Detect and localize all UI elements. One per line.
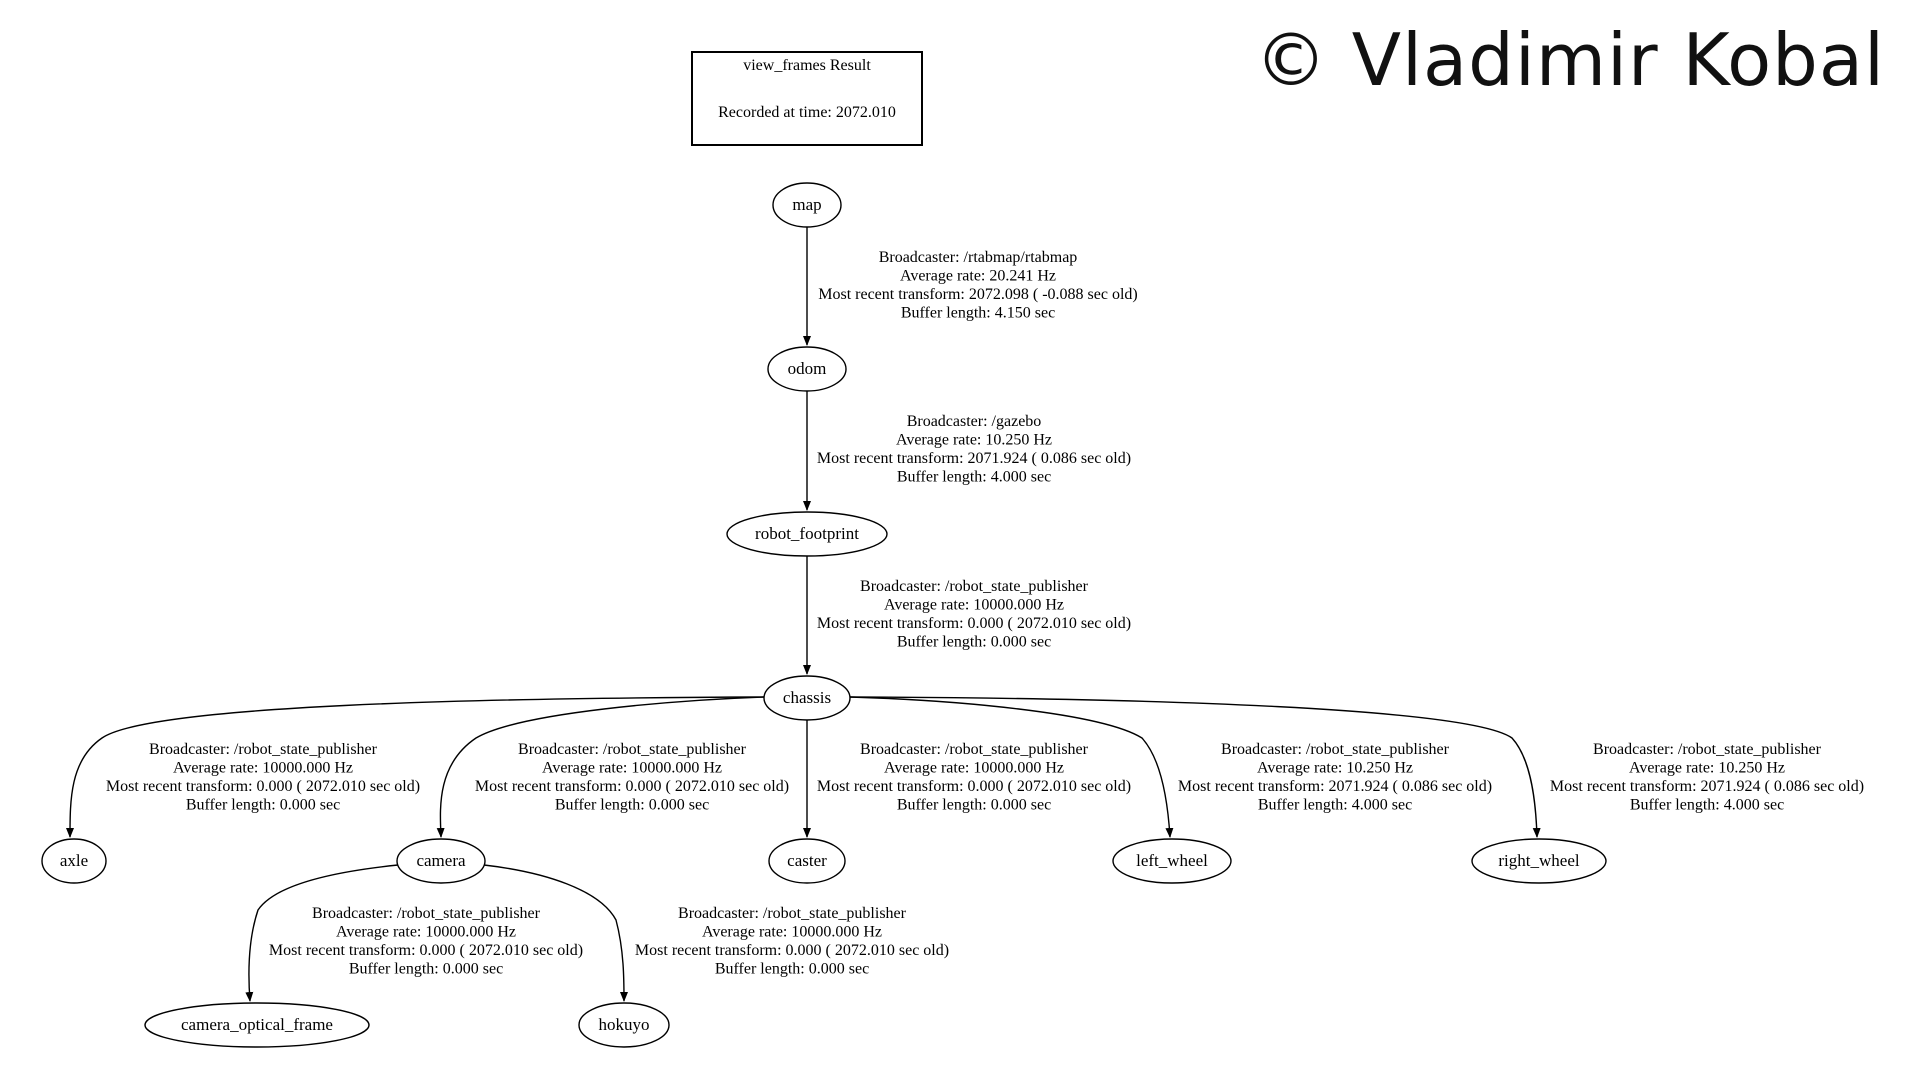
edge-label-line: Most recent transform: 0.000 ( 2072.010 … [635,942,949,959]
edge-label-line: Broadcaster: /robot_state_publisher [678,905,907,922]
edge-label-line: Broadcaster: /rtabmap/rtabmap [879,249,1078,266]
edge-label-line: Broadcaster: /robot_state_publisher [518,741,747,758]
node-ellipse [726,511,888,557]
node-label: chassis [783,688,831,707]
edge-arrow [245,864,399,1002]
node-axle: axle [41,838,107,884]
edge-chassis-axle: Broadcaster: /robot_state_publisherAvera… [66,696,765,838]
node-ellipse [763,675,851,721]
edge-label-line: Buffer length: 4.000 sec [897,469,1051,486]
edge-label-line: Broadcaster: /gazebo [907,413,1042,430]
node-ellipse [396,838,486,884]
node-camera: camera [396,838,486,884]
edge-label-line: Broadcaster: /robot_state_publisher [149,741,378,758]
edge-label-line: Broadcaster: /robot_state_publisher [1221,741,1450,758]
edge-chassis-right_wheel: Broadcaster: /robot_state_publisherAvera… [849,696,1864,838]
edge-label-line: Average rate: 10.250 Hz [1629,760,1785,777]
edge-chassis-left_wheel: Broadcaster: /robot_state_publisherAvera… [849,696,1492,838]
edge-label-line: Broadcaster: /robot_state_publisher [860,741,1089,758]
node-label: camera [416,851,466,870]
edge-camera-hokuyo: Broadcaster: /robot_state_publisherAvera… [483,864,949,1002]
edge-label-line: Buffer length: 0.000 sec [349,961,503,978]
node-robot-footprint: robot_footprint [726,511,888,557]
node-right-wheel: right_wheel [1471,838,1607,884]
node-label: right_wheel [1498,851,1579,870]
edge-label-line: Most recent transform: 0.000 ( 2072.010 … [269,942,583,959]
edge-label-line: Buffer length: 4.000 sec [1258,797,1412,814]
edge-label-line: Buffer length: 0.000 sec [186,797,340,814]
edge-label-line: Most recent transform: 2071.924 ( 0.086 … [817,450,1131,467]
node-label: axle [60,851,88,870]
edge-label-line: Buffer length: 0.000 sec [897,797,1051,814]
edge-label-line: Most recent transform: 0.000 ( 2072.010 … [106,778,420,795]
edge-label-line: Broadcaster: /robot_state_publisher [860,578,1089,595]
edge-label-line: Average rate: 10000.000 Hz [542,760,722,777]
node-label: camera_optical_frame [181,1015,333,1034]
node-ellipse [144,1002,370,1048]
node-label: hokuyo [599,1015,650,1034]
edge-label-line: Average rate: 20.241 Hz [900,268,1056,285]
edge-label-line: Most recent transform: 2071.924 ( 0.086 … [1550,778,1864,795]
node-map: map [772,182,842,228]
node-left-wheel: left_wheel [1112,838,1232,884]
node-ellipse [41,838,107,884]
edge-label-line: Most recent transform: 0.000 ( 2072.010 … [475,778,789,795]
edge-label-line: Buffer length: 4.000 sec [1630,797,1784,814]
node-ellipse [1112,838,1232,884]
node-camera-optical-frame: camera_optical_frame [144,1002,370,1048]
edge-label-line: Buffer length: 0.000 sec [715,961,869,978]
node-ellipse [768,838,846,884]
node-odom: odom [767,346,847,392]
title-box: view_frames Result Recorded at time: 207… [691,51,923,146]
edge-label-line: Buffer length: 0.000 sec [897,634,1051,651]
node-label: robot_footprint [755,524,859,543]
edge-label-line: Most recent transform: 2071.924 ( 0.086 … [1178,778,1492,795]
node-ellipse [1471,838,1607,884]
edge-label-line: Average rate: 10000.000 Hz [702,924,882,941]
edge-arrow [66,696,765,838]
copyright-watermark: © Vladimir Kobal [1254,18,1885,102]
edge-label-line: Average rate: 10000.000 Hz [884,760,1064,777]
edge-label-line: Buffer length: 0.000 sec [555,797,709,814]
edge-label-line: Average rate: 10000.000 Hz [884,597,1064,614]
edge-label-line: Most recent transform: 0.000 ( 2072.010 … [817,778,1131,795]
edge-robot_footprint-chassis: Broadcaster: /robot_state_publisherAvera… [803,556,1131,675]
edge-label-line: Average rate: 10000.000 Hz [173,760,353,777]
node-hokuyo: hokuyo [578,1002,670,1048]
edge-label-line: Most recent transform: 0.000 ( 2072.010 … [817,615,1131,632]
edge-arrow [436,696,765,838]
edge-chassis-camera: Broadcaster: /robot_state_publisherAvera… [436,696,789,838]
edge-label-line: Average rate: 10000.000 Hz [336,924,516,941]
node-chassis: chassis [763,675,851,721]
edge-label-line: Buffer length: 4.150 sec [901,305,1055,322]
node-label: left_wheel [1136,851,1208,870]
edge-chassis-caster: Broadcaster: /robot_state_publisherAvera… [803,720,1131,838]
node-label: odom [788,359,827,378]
edge-label-line: Broadcaster: /robot_state_publisher [312,905,541,922]
title-box-recorded-time: Recorded at time: 2072.010 [718,104,896,121]
edge-arrow [849,696,1541,838]
edge-label-line: Average rate: 10.250 Hz [896,432,1052,449]
edge-camera-camera_optical_frame: Broadcaster: /robot_state_publisherAvera… [245,864,583,1002]
node-ellipse [772,182,842,228]
title-box-heading: view_frames Result [743,57,871,74]
node-ellipse [578,1002,670,1048]
edge-label-line: Average rate: 10.250 Hz [1257,760,1413,777]
edge-arrow [849,696,1174,838]
node-ellipse [767,346,847,392]
node-caster: caster [768,838,846,884]
edge-label-line: Most recent transform: 2072.098 ( -0.088… [818,286,1137,303]
node-label: map [792,195,821,214]
edge-label-line: Broadcaster: /robot_state_publisher [1593,741,1822,758]
node-label: caster [787,851,827,870]
edge-arrow [483,864,628,1002]
